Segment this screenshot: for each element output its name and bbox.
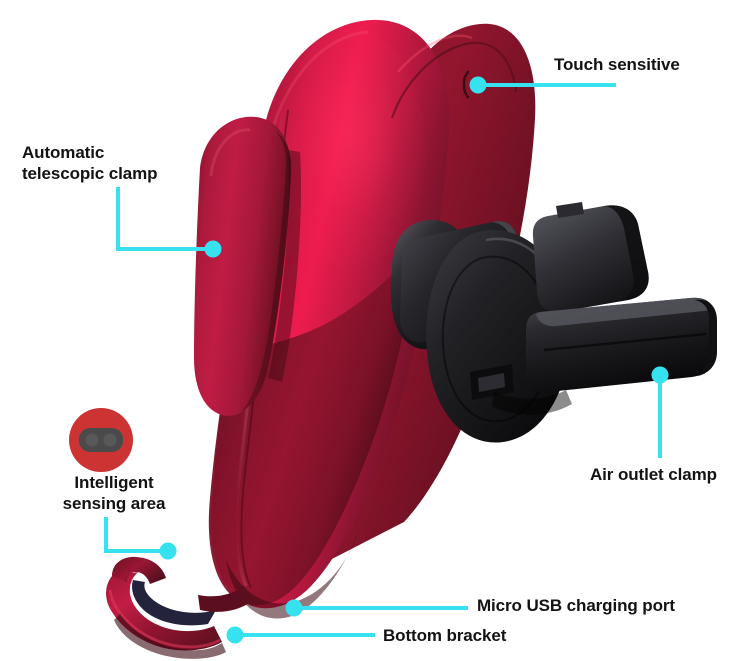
vent-clamp-upper-tab <box>556 202 584 218</box>
body-right-ridge-line <box>390 41 518 119</box>
mount-disc-notch-inner <box>478 373 505 392</box>
clamp-arm-highlight <box>209 128 251 177</box>
clamp-arm-body <box>194 116 291 416</box>
leader-dot-micro-usb <box>285 599 303 617</box>
leader-line-sensing-area <box>104 517 168 553</box>
leader-dot-air-outlet-clamp <box>651 366 669 384</box>
bottom-bracket-hook <box>106 556 254 659</box>
air-vent-mount <box>390 202 717 443</box>
mount-under-shadow <box>492 390 572 415</box>
hook-upright <box>112 556 166 584</box>
body-right-ridge <box>397 34 473 73</box>
clamp-arm-contact-shadow <box>268 150 302 382</box>
hook-body-join <box>198 586 254 612</box>
touch-sensor-notch <box>462 70 470 99</box>
leader-dot-bottom-bracket <box>226 626 244 644</box>
vent-clamp-tip <box>694 299 717 376</box>
leader-dot-sensing-area <box>159 542 177 560</box>
sensor-icon-lens-left <box>85 433 99 447</box>
callout-label-air-outlet-clamp: Air outlet clamp <box>590 465 717 484</box>
clamp-arm-bevel <box>241 132 292 412</box>
callout-label-automatic-telescopic-clamp: Automatic telescopic clamp <box>22 143 158 183</box>
vent-clamp-upper-blade-edge <box>604 205 649 302</box>
body-lower-shade <box>208 248 418 606</box>
callout-label-bottom-bracket: Bottom bracket <box>383 626 507 645</box>
callout-leaders <box>104 76 669 644</box>
callout-label-micro-usb-charging-port: Micro USB charging port <box>477 596 675 615</box>
leader-line-telescopic-clamp <box>116 187 213 251</box>
leader-dot-touch-sensitive <box>469 76 487 94</box>
telescopic-clamp-arm <box>194 116 302 416</box>
mount-rotation-disc <box>426 230 570 443</box>
body-specular-glow <box>278 27 426 283</box>
hook-inner-pad <box>132 580 216 626</box>
hook-rim-gloss <box>108 589 221 649</box>
hook-bottom-shade <box>114 614 226 659</box>
callout-label-intelligent-sensing-area: Intelligent sensing area <box>62 473 166 513</box>
vent-clamp-upper-blade <box>532 205 649 313</box>
leader-dot-telescopic-clamp <box>204 240 222 258</box>
sensor-icon-lens-right <box>103 433 117 447</box>
callout-label-touch-sensitive: Touch sensitive <box>554 55 680 74</box>
vent-clamp-lower-bevel <box>536 297 713 327</box>
vent-clamp-lower-groove <box>543 332 707 352</box>
sensor-pill-icon <box>69 408 133 472</box>
